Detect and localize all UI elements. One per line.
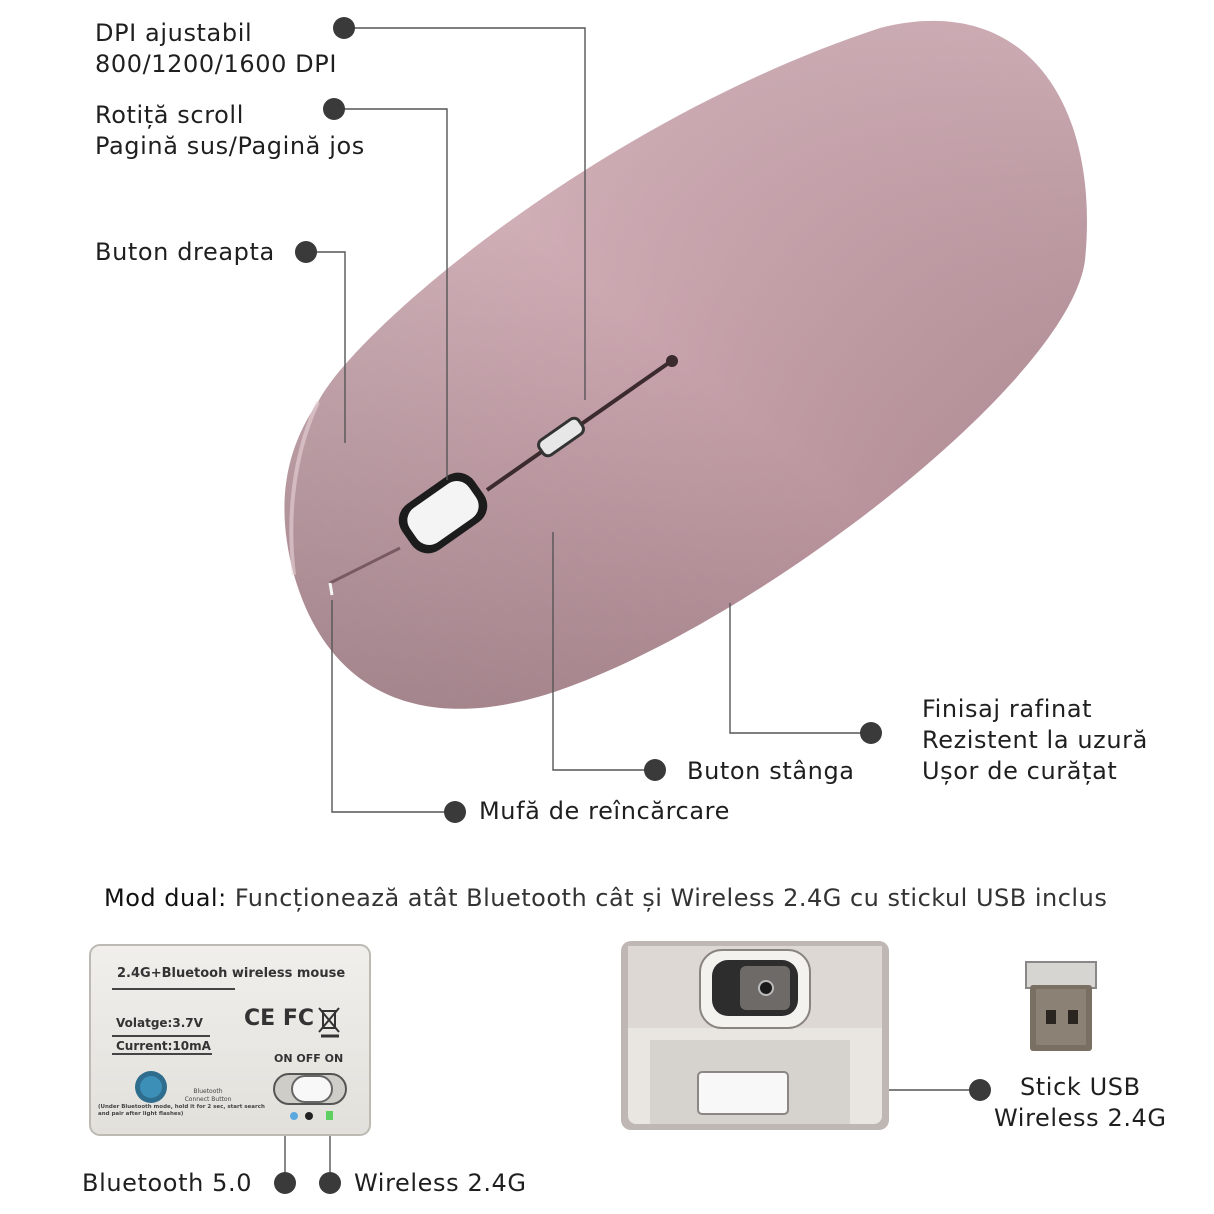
wireless-callout-dot <box>319 1172 341 1194</box>
scroll-wheel <box>398 472 488 554</box>
wireless-callout: Wireless 2.4G <box>354 1169 527 1197</box>
finish-callout: Finisaj rafinat Rezistent la uzură Ușor … <box>922 694 1148 787</box>
dpi-callout: DPI ajustabil 800/1200/1600 DPI <box>95 18 337 80</box>
stick-callout-line2: Wireless 2.4G <box>994 1104 1167 1132</box>
label-switch: ON OFF ON <box>274 1052 344 1065</box>
scroll-callout-dot <box>323 98 345 120</box>
label-current: Current:10mA <box>116 1039 211 1053</box>
scroll-callout-line1: Rotiță scroll <box>95 101 244 129</box>
label-title: 2.4G+Bluetooh wireless mouse <box>117 966 346 981</box>
dual-mode-prefix: Mod dual: <box>104 884 227 912</box>
mouse-body <box>284 20 1087 709</box>
finish-callout-dot <box>860 722 882 744</box>
dpi-callout-line1: DPI ajustabil <box>95 19 253 47</box>
left-button-callout-dot <box>644 759 666 781</box>
dpi-callout-dot <box>333 17 355 39</box>
stick-callout: Stick USB Wireless 2.4G <box>994 1072 1167 1134</box>
label-certs: CE FC <box>244 1006 315 1031</box>
scroll-callout-line2: Pagină sus/Pagină jos <box>95 132 365 160</box>
dual-mode-heading: Mod dual: Funcționează atât Bluetooth câ… <box>104 884 1107 912</box>
usb-stick-image <box>1025 961 1097 1051</box>
left-button-callout: Buton stânga <box>687 757 855 785</box>
bluetooth-callout: Bluetooth 5.0 <box>82 1169 253 1197</box>
finish-callout-line2: Rezistent la uzură <box>922 726 1148 754</box>
mouse-base-view <box>621 941 889 1130</box>
stick-callout-line1: Stick USB <box>1019 1073 1141 1101</box>
right-button-callout-dot <box>295 241 317 263</box>
label-bt-button: Bluetooth Connect Button <box>184 1088 232 1103</box>
charging-callout: Mufă de reîncărcare <box>479 797 730 825</box>
stick-callout-dot <box>969 1079 991 1101</box>
dual-mode-text: Funcționează atât Bluetooth cât și Wirel… <box>234 884 1108 912</box>
scroll-callout: Rotiță scroll Pagină sus/Pagină jos <box>95 100 365 162</box>
label-voltage: Volatge:3.7V <box>116 1016 203 1030</box>
bottom-label-plate <box>89 944 371 1136</box>
finish-callout-line1: Finisaj rafinat <box>922 695 1093 723</box>
dpi-callout-line2: 800/1200/1600 DPI <box>95 50 337 78</box>
charging-callout-dot <box>444 801 466 823</box>
bluetooth-callout-dot <box>274 1172 296 1194</box>
label-bt-note: (Under Bluetooth mode, hold it for 2 sec… <box>98 1104 265 1117</box>
finish-callout-line3: Ușor de curățat <box>922 757 1118 785</box>
dpi-button <box>537 416 585 458</box>
right-button-callout: Buton dreapta <box>95 238 275 266</box>
